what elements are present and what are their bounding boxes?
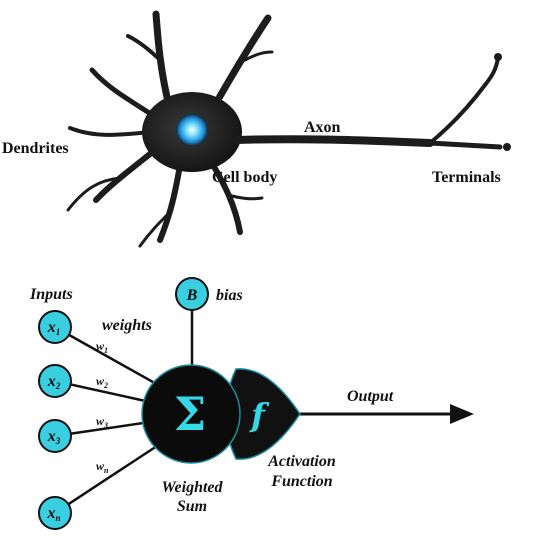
weight-label-n: wn xyxy=(96,459,109,475)
activation-label-line1: Activation xyxy=(267,453,336,470)
input-node-3: x3 xyxy=(38,419,72,453)
bias-node: B xyxy=(175,277,209,311)
sigma-symbol: Σ xyxy=(174,387,207,441)
bias-symbol: B xyxy=(186,287,198,304)
activation-f-symbol: f xyxy=(249,396,270,434)
summation-node xyxy=(141,364,241,464)
axon-terminal-lower xyxy=(503,143,511,151)
input-node-2: x2 xyxy=(38,364,72,398)
weight-label-1: w1 xyxy=(96,339,108,355)
input-node-n: xn xyxy=(38,496,72,530)
weighted-sum-label-line2: Sum xyxy=(177,498,207,515)
weight-labels: w1 w2 w3 wn xyxy=(96,339,109,475)
terminals-label: Terminals xyxy=(432,169,501,186)
inputs-label: Inputs xyxy=(29,286,73,303)
artificial-neuron: Σ f B bias x1 x2 x3 xn w1 w2 w3 wn Inputs weig… xyxy=(29,277,474,530)
weight-label-3: w3 xyxy=(96,414,108,430)
activation-label-line2: Function xyxy=(270,473,332,490)
bias-label: bias xyxy=(216,287,243,304)
axon-terminal-upper xyxy=(494,53,502,61)
output-label: Output xyxy=(347,388,394,405)
nucleus xyxy=(176,114,208,146)
dendrites-label: Dendrites xyxy=(2,140,69,157)
weight-label-2: w2 xyxy=(96,374,108,390)
weights-label: weights xyxy=(102,317,152,334)
input-node-1: x1 xyxy=(38,310,72,344)
axon-label: Axon xyxy=(304,119,341,136)
axon xyxy=(232,56,503,150)
cell-body-label: Cell body xyxy=(212,169,277,186)
input-nodes: x1 x2 x3 xn xyxy=(38,310,72,530)
weighted-sum-label-line1: Weighted xyxy=(161,479,223,496)
output-arrowhead xyxy=(450,404,474,424)
biological-neuron: Dendrites Cell body Axon Terminals xyxy=(2,10,511,248)
